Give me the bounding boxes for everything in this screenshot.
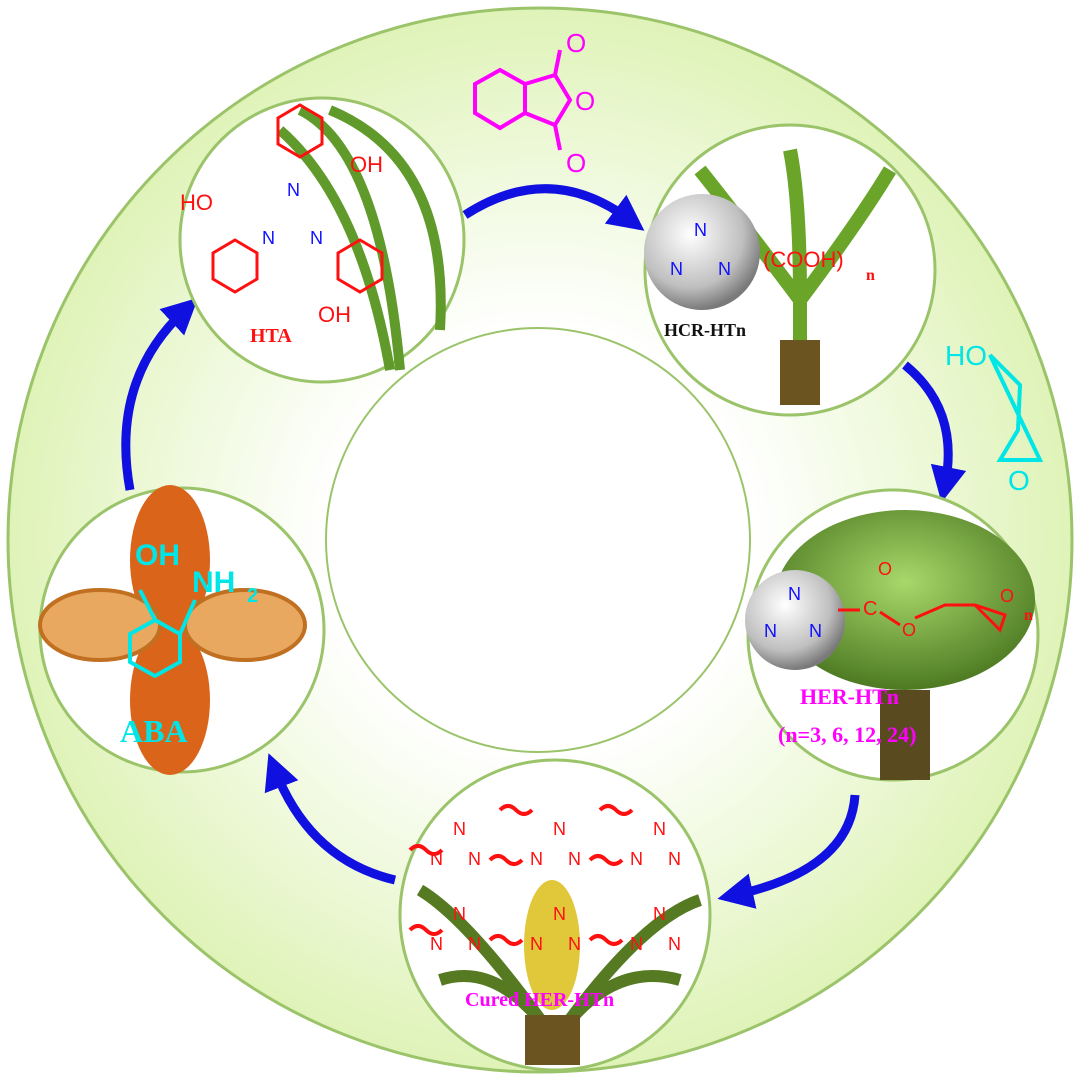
svg-text:N: N xyxy=(568,934,581,954)
arrow-aba-to-hta xyxy=(121,297,199,491)
svg-text:O: O xyxy=(1000,586,1014,606)
svg-text:O: O xyxy=(566,28,586,58)
cone-image xyxy=(524,880,580,1010)
arrow-cured-to-aba xyxy=(264,753,397,885)
triazine-n: N xyxy=(262,228,275,248)
svg-text:n: n xyxy=(1024,607,1033,624)
arrow-hcr-to-her xyxy=(902,361,967,503)
hydroxyl-label: HO xyxy=(180,190,213,215)
svg-text:n: n xyxy=(866,267,875,284)
svg-text:C: C xyxy=(863,598,877,620)
n-values-label: (n=3, 6, 12, 24) xyxy=(778,722,916,747)
node-aba: OH NH 2 ABA xyxy=(38,485,326,775)
triazine-n: N xyxy=(287,180,300,200)
seed-image xyxy=(130,485,210,635)
svg-text:N: N xyxy=(694,220,707,240)
svg-text:HO: HO xyxy=(945,340,987,371)
palm-image xyxy=(775,510,1035,690)
svg-text:N: N xyxy=(630,934,643,954)
node-her-htn: N N N C O O O n HER-HTn (n=3, 6, 12, 24) xyxy=(745,488,1040,782)
arrow-her-to-cured xyxy=(717,794,860,909)
svg-text:N: N xyxy=(468,849,481,869)
inner-hole xyxy=(325,327,751,753)
svg-text:N: N xyxy=(653,904,666,924)
svg-text:N: N xyxy=(718,259,731,279)
hydroxyl-label: OH xyxy=(318,302,351,327)
svg-text:OH: OH xyxy=(135,539,180,572)
crosslinked-network: N N N N N N N N N N N N N N N N N N xyxy=(430,819,681,954)
hta-label: HTA xyxy=(250,325,292,347)
svg-text:O: O xyxy=(878,559,892,579)
hydroxyl-label: OH xyxy=(350,152,383,177)
svg-text:O: O xyxy=(902,620,916,640)
svg-text:2: 2 xyxy=(247,585,258,607)
svg-text:N: N xyxy=(764,621,777,641)
svg-text:N: N xyxy=(630,849,643,869)
svg-text:O: O xyxy=(1008,465,1030,496)
svg-text:N: N xyxy=(553,819,566,839)
her-htn-label: HER-HTn xyxy=(800,684,899,709)
svg-text:N: N xyxy=(653,819,666,839)
glycidol-structure: HO O xyxy=(945,340,1044,496)
svg-text:N: N xyxy=(670,259,683,279)
core-sphere xyxy=(644,194,760,310)
svg-text:N: N xyxy=(668,849,681,869)
svg-text:NH: NH xyxy=(192,566,235,599)
palm-leaves-image xyxy=(416,884,703,1044)
cured-her-htn-label: Cured HER-HTn xyxy=(465,989,614,1011)
svg-text:N: N xyxy=(809,621,822,641)
arrow-hta-to-hcr xyxy=(462,184,645,231)
aba-label: ABA xyxy=(120,713,188,749)
svg-text:N: N xyxy=(530,934,543,954)
svg-text:N: N xyxy=(553,904,566,924)
svg-text:N: N xyxy=(530,849,543,869)
svg-text:N: N xyxy=(430,934,443,954)
svg-text:N: N xyxy=(453,819,466,839)
benzene-ring xyxy=(276,103,324,159)
triazine-n: N xyxy=(310,228,323,248)
svg-text:N: N xyxy=(453,904,466,924)
hcr-htn-label: HCR-HTn xyxy=(664,320,746,340)
svg-text:N: N xyxy=(568,849,581,869)
phthalic-anhydride-structure: O O O xyxy=(473,28,595,178)
svg-text:N: N xyxy=(788,584,801,604)
core-sphere xyxy=(745,570,845,670)
node-hta: N N N OH HO OH HTA xyxy=(178,96,466,384)
cycle-arrows xyxy=(121,184,967,909)
palm-leaves-image xyxy=(276,105,446,371)
svg-text:N: N xyxy=(668,934,681,954)
carboxyl-group: (COOH) xyxy=(763,247,844,272)
svg-text:O: O xyxy=(566,148,586,178)
node-cured-her-htn: N N N N N N N N N N N N N N N N N N Cure… xyxy=(398,758,712,1072)
node-hcr-htn: N N N (COOH) n HCR-HTn xyxy=(643,123,937,417)
svg-text:O: O xyxy=(575,86,595,116)
svg-text:N: N xyxy=(468,934,481,954)
